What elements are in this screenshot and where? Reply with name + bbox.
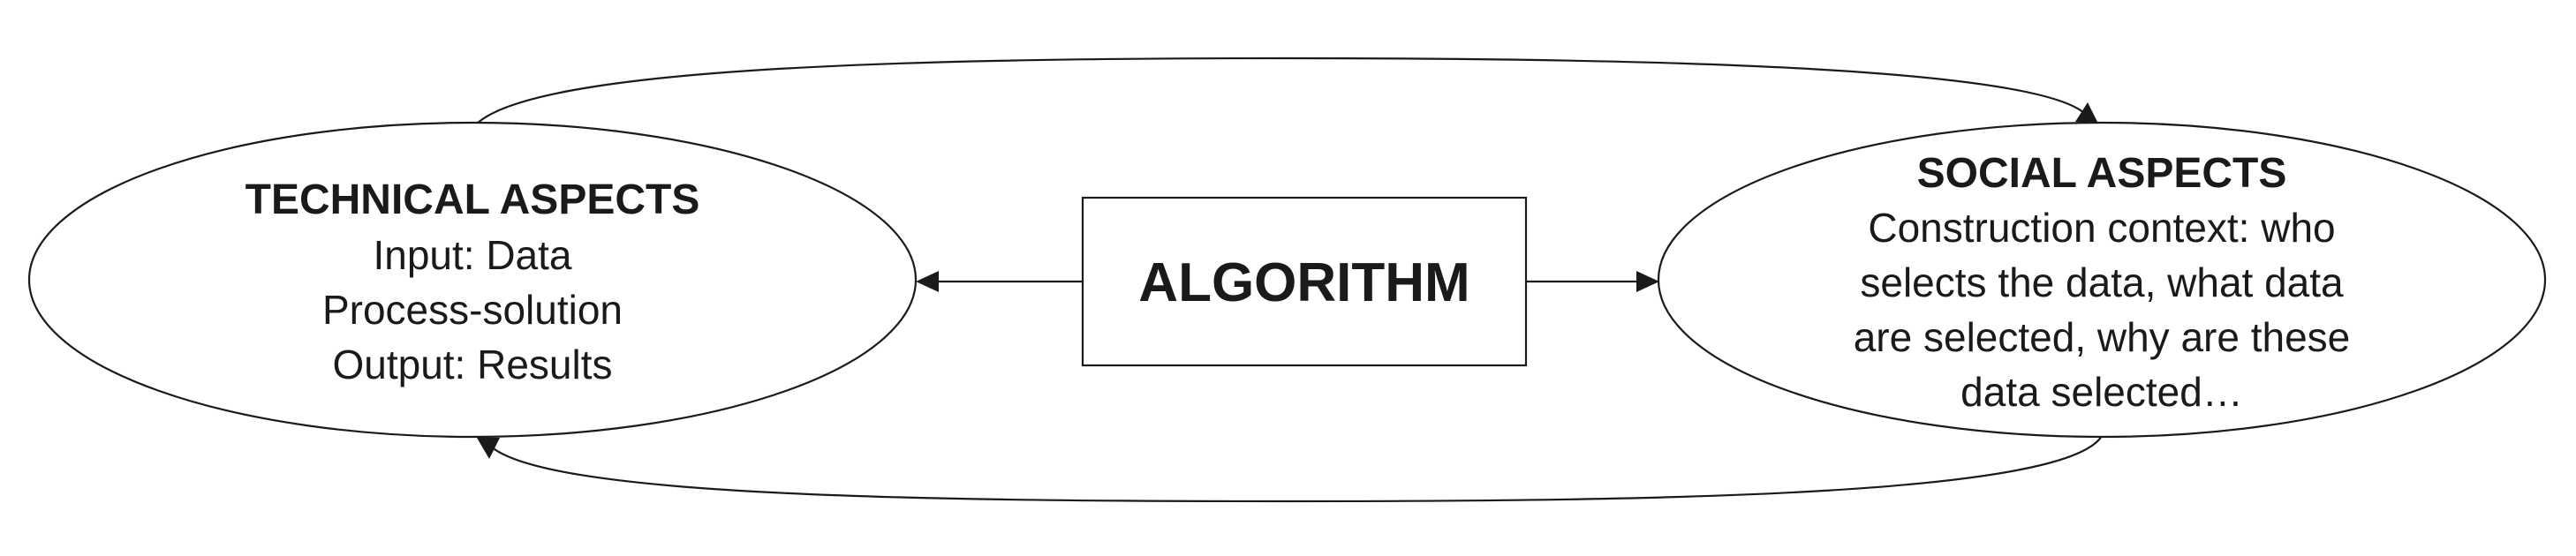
technical-aspects-title: TECHNICAL ASPECTS xyxy=(246,177,700,223)
arrow-to-social-head xyxy=(1636,271,1659,292)
technical-aspects-ellipse xyxy=(27,121,918,439)
social-aspects-ellipse xyxy=(1657,121,2547,439)
technical-line-input: Input: Data xyxy=(373,232,571,278)
top-curve-connector xyxy=(474,56,2085,126)
algorithm-label: ALGORITHM xyxy=(1138,252,1469,313)
social-line-4: data selected… xyxy=(1960,369,2243,415)
social-line-3: are selected, why are these xyxy=(1854,314,2351,360)
social-line-1: Construction context: who xyxy=(1868,205,2335,251)
arrow-to-technical-head xyxy=(916,271,939,292)
technical-line-process: Process-solution xyxy=(322,287,623,333)
bottom-curve-connector xyxy=(490,435,2103,503)
social-aspects-title: SOCIAL ASPECTS xyxy=(1917,150,2287,197)
top-curve-arrowhead xyxy=(2075,102,2098,124)
social-line-2: selects the data, what data xyxy=(1860,259,2344,305)
algorithm-box xyxy=(1081,196,1528,367)
technical-line-output: Output: Results xyxy=(332,342,612,387)
bottom-curve-arrowhead xyxy=(477,438,500,459)
